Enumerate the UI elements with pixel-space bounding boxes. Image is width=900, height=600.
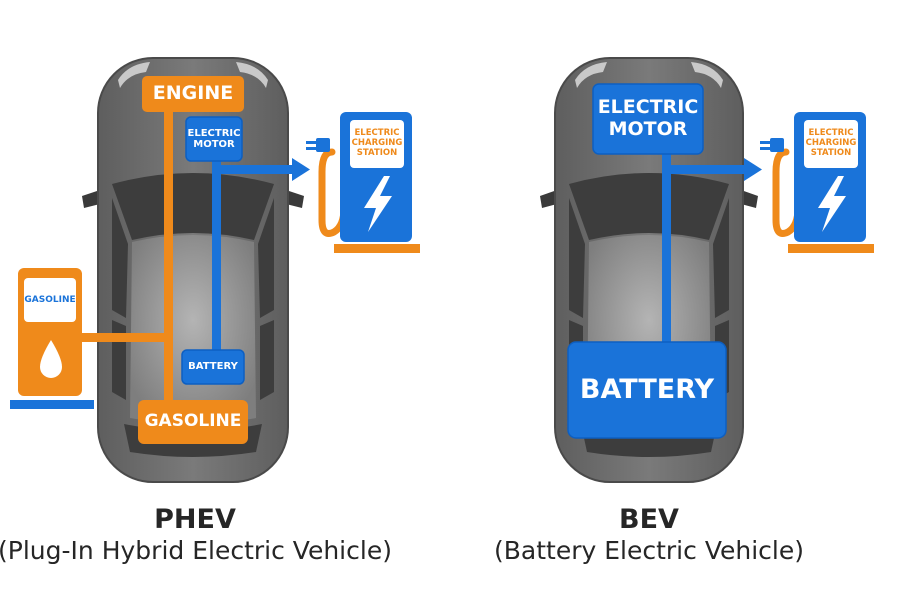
bev-charging-station-label: ELECTRIC CHARGING STATION (805, 128, 857, 158)
phev-gas-pump-label: GASOLINE (24, 294, 76, 305)
fuel-drop-icon (40, 340, 62, 378)
phev-right-headlight (236, 62, 268, 88)
bev-arrow-head (744, 158, 762, 181)
phev-caption-title: PHEV (154, 504, 236, 535)
bev-charging-station (760, 112, 874, 253)
bev-left-window (569, 198, 585, 318)
phev-right-rear-window (260, 320, 274, 400)
phev-roof (130, 235, 256, 424)
bev-caption: BEV (Battery Electric Vehicle) (434, 504, 864, 566)
phev-motor-box (185, 116, 243, 162)
phev-caption-subtitle: (Plug-In Hybrid Electric Vehicle) (0, 536, 392, 566)
lightning-bolt-icon (818, 176, 846, 232)
phev-gasoline-tank-label: GASOLINE (144, 411, 242, 432)
phev-left-mirror (82, 190, 100, 208)
bev-battery-box (567, 341, 727, 439)
phev-left-window (112, 198, 128, 318)
phev-charging-station (306, 112, 420, 253)
bev-electric-lines (662, 150, 762, 350)
phev-station-base (334, 244, 420, 253)
phev-fuel-lines (82, 110, 173, 410)
bev-right-window (713, 198, 729, 318)
bev-caption-title: BEV (619, 504, 679, 535)
phev-windshield (112, 173, 274, 240)
phev-pump-base (10, 400, 94, 409)
bev-plug (770, 138, 784, 152)
bev-motor-label: ELECTRIC MOTOR (597, 96, 699, 140)
phev-left-headlight (118, 62, 150, 88)
bev-motor-box (592, 83, 704, 155)
phev-engine-box (142, 76, 244, 112)
phev-pump-screen (24, 278, 76, 322)
bev-windshield (569, 173, 729, 240)
bev-station-screen (804, 120, 858, 168)
phev-charging-station-label: ELECTRIC CHARGING STATION (351, 128, 403, 158)
phev-battery-label: BATTERY (188, 361, 238, 373)
phev-left-rear-window (112, 320, 126, 400)
phev-gasoline-tank-box (138, 400, 248, 444)
phev-electric-lines (212, 158, 310, 352)
phev-plug (316, 138, 330, 152)
phev-gas-pump (10, 268, 94, 409)
bev-left-headlight (575, 62, 607, 88)
lightning-bolt-icon (364, 176, 392, 232)
phev-caption: PHEV (Plug-In Hybrid Electric Vehicle) (0, 504, 410, 566)
bev-station-base (788, 244, 874, 253)
bev-battery-label: BATTERY (579, 374, 715, 406)
bev-caption-subtitle: (Battery Electric Vehicle) (494, 536, 804, 566)
phev-station-screen (350, 120, 404, 168)
phev-right-window (258, 198, 274, 318)
phev-right-mirror (286, 190, 304, 208)
bev-left-mirror (540, 190, 557, 208)
phev-battery-box (181, 349, 245, 385)
bev-right-headlight (691, 62, 723, 88)
phev-arrow-head (292, 158, 310, 181)
phev-engine-label: ENGINE (152, 82, 234, 105)
bev-right-mirror (741, 190, 758, 208)
phev-motor-label: ELECTRIC MOTOR (187, 127, 241, 151)
